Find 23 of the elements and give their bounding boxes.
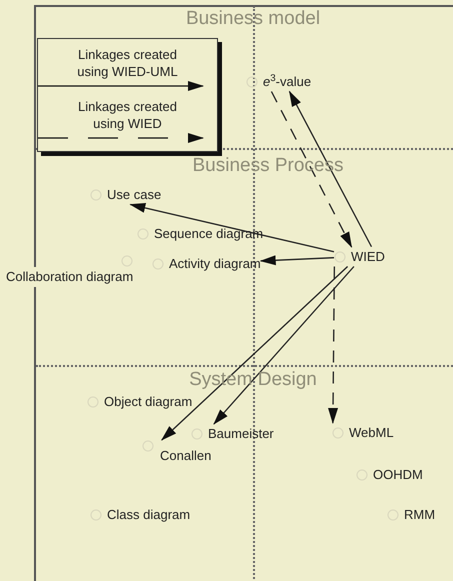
node-label: Baumeister bbox=[208, 425, 274, 443]
node-label: Conallen bbox=[160, 447, 212, 465]
arrow bbox=[213, 266, 354, 425]
legend-label: Linkages created using WIED bbox=[76, 98, 178, 132]
arrow bbox=[328, 266, 338, 424]
section-title: Business model bbox=[184, 8, 322, 30]
node-label: Class diagram bbox=[107, 506, 190, 524]
arrow bbox=[161, 266, 348, 441]
node-label: Collaboration diagram bbox=[6, 267, 134, 286]
node-label: e$^{3}$-value bbox=[263, 72, 312, 91]
arrow bbox=[260, 255, 334, 266]
arrow bbox=[288, 90, 372, 248]
node-label: OOHDM bbox=[373, 466, 423, 484]
node-label: Use case bbox=[107, 186, 162, 204]
node-label: Object diagram bbox=[104, 393, 192, 411]
node-label: WIED bbox=[351, 248, 385, 266]
node-label: Sequence diagram bbox=[154, 225, 264, 243]
node-label: Activity diagram bbox=[169, 255, 261, 273]
arrow bbox=[270, 91, 352, 248]
node-label: RMM bbox=[404, 506, 436, 524]
node-label: WebML bbox=[349, 424, 394, 442]
legend-label: Linkages created using WIED-UML bbox=[76, 46, 179, 80]
arrow bbox=[129, 203, 334, 252]
